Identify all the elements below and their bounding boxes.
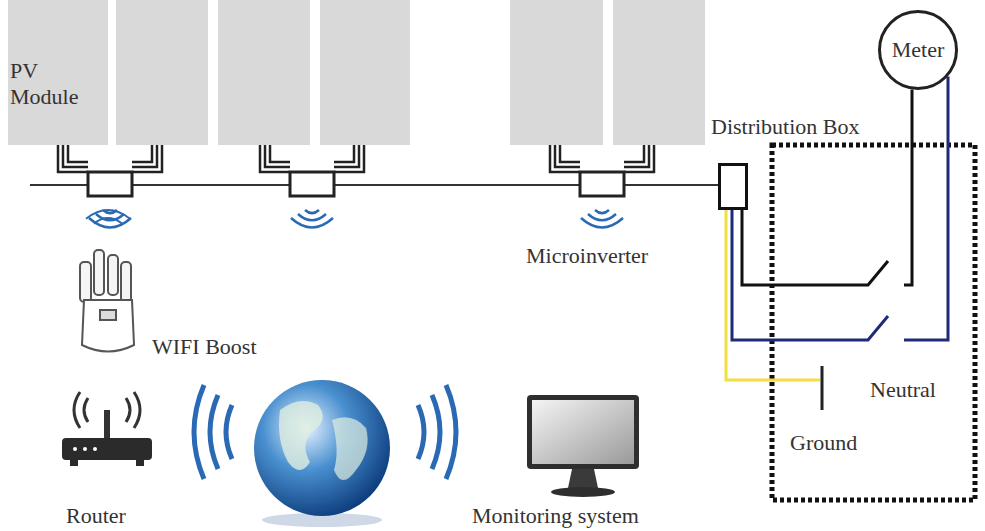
microinverter-box xyxy=(290,172,334,196)
wifi-arc xyxy=(94,218,122,224)
microinverter-box xyxy=(580,172,624,196)
panel-lead xyxy=(63,145,88,167)
panel-lead xyxy=(624,145,644,162)
panel-lead xyxy=(555,145,580,167)
panel-lead xyxy=(58,145,88,172)
wifi-arc xyxy=(291,218,333,227)
globe-icon xyxy=(254,380,390,527)
wifi-arc xyxy=(588,214,616,220)
ground-symbol xyxy=(821,366,824,410)
part-label: Monitoring system xyxy=(470,503,641,529)
panel-lead xyxy=(265,145,290,167)
panel-lead xyxy=(334,145,354,162)
part-label: Ground xyxy=(788,430,859,456)
panel-lead xyxy=(68,145,88,162)
panel-lead xyxy=(132,145,162,172)
wifi-arc xyxy=(581,218,623,227)
panel-lead xyxy=(334,145,364,172)
pv-panels xyxy=(116,0,705,145)
router-icon xyxy=(62,392,152,466)
panel-lead xyxy=(334,145,359,167)
panel-lead xyxy=(624,145,654,172)
part-label: Microinverter xyxy=(524,243,650,269)
microinverters xyxy=(88,172,624,196)
wifi-arc xyxy=(86,210,130,219)
panel-lead xyxy=(260,145,290,172)
node-label: Meter xyxy=(892,37,945,63)
panel-lead xyxy=(132,145,157,167)
panel-lead xyxy=(270,145,290,162)
part-label: Neutral xyxy=(868,377,938,403)
house-boundary xyxy=(772,145,975,500)
wifi-arc xyxy=(89,218,131,227)
wifi-arc xyxy=(298,214,326,220)
node-label: PV Module xyxy=(10,58,106,110)
wifi-arc xyxy=(305,210,319,213)
wifi-booster xyxy=(80,250,134,352)
panel-lead xyxy=(132,145,152,162)
panel-lead xyxy=(624,145,649,167)
ground-wire xyxy=(726,210,820,380)
part-label: WIFI Boost xyxy=(150,334,259,360)
wifi-arc xyxy=(595,210,609,213)
pv-module-panel: PV Module xyxy=(8,0,108,145)
node-label: Distribution Box xyxy=(711,114,860,140)
part-label: Router xyxy=(64,503,128,529)
meter-circle: Meter xyxy=(878,10,958,90)
microinverter-box xyxy=(88,172,132,196)
panel-lead xyxy=(550,145,580,172)
panel-lead xyxy=(560,145,580,162)
distribution-box: Distribution Box xyxy=(718,163,748,210)
monitor-icon xyxy=(527,395,639,497)
